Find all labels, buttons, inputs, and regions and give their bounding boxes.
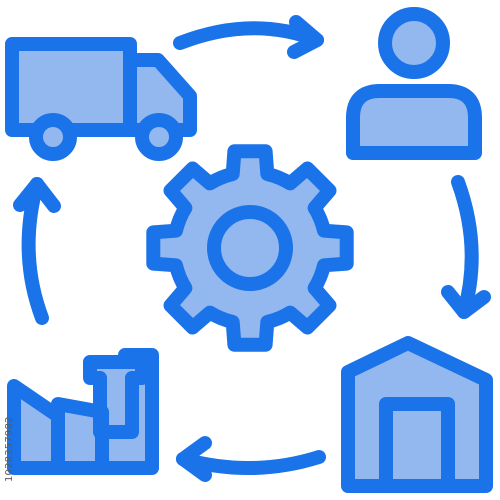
- warehouse-door: [379, 397, 455, 493]
- gear-hub: [207, 205, 293, 291]
- arrow-truck-to-user-icon: [173, 15, 324, 59]
- truck-cab: [123, 53, 197, 137]
- gear-outline: [146, 144, 354, 352]
- factory-icon: [7, 348, 159, 475]
- watermark-id: 1028357982: [4, 416, 15, 482]
- gear-icon: [146, 144, 354, 352]
- truck-icon: [5, 37, 197, 161]
- arrow-factory-to-truck-icon: [13, 177, 61, 325]
- user-icon: [346, 7, 482, 160]
- arrow-user-to-warehouse-icon: [441, 175, 491, 319]
- truck-front-wheel: [135, 113, 183, 161]
- truck-rear-wheel: [29, 113, 77, 161]
- warehouse-icon: [341, 336, 493, 493]
- user-head: [378, 7, 450, 79]
- arrow-warehouse-to-factory-icon: [176, 436, 326, 482]
- cycle-arrow-icons: [13, 15, 491, 482]
- truck-cargo-box: [5, 37, 137, 137]
- user-body: [346, 84, 482, 160]
